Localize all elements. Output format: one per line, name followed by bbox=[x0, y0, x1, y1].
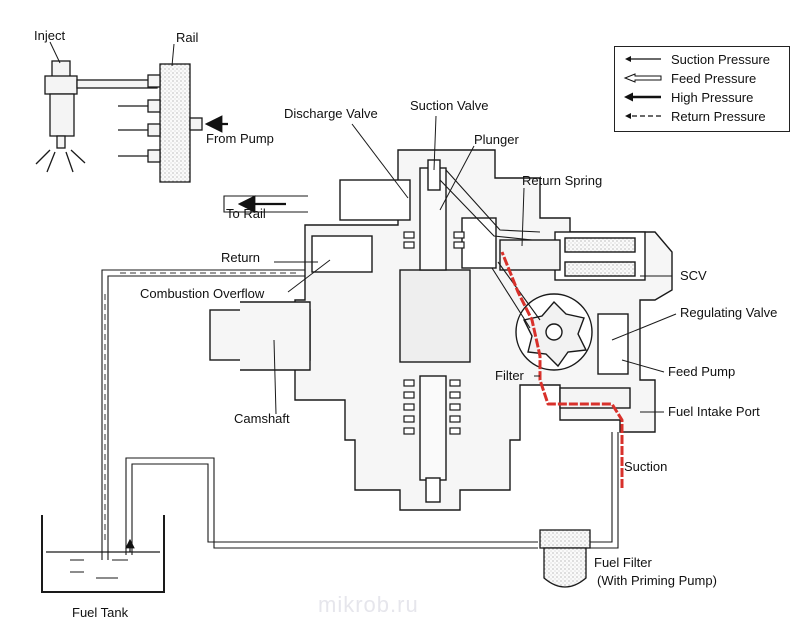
legend-high-pressure: High Pressure bbox=[623, 89, 787, 107]
label-plunger: Plunger bbox=[474, 132, 519, 147]
legend-suction-pressure: Suction Pressure bbox=[623, 51, 787, 69]
legend-feed-pressure: Feed Pressure bbox=[623, 70, 787, 88]
inject-leader bbox=[49, 41, 61, 64]
common-rail bbox=[118, 63, 203, 183]
injector bbox=[35, 60, 158, 173]
label-with-priming-pump: (With Priming Pump) bbox=[597, 573, 717, 588]
legend-return-pressure: Return Pressure bbox=[623, 108, 787, 126]
pressure-legend: Suction Pressure Feed Pressure High Pres… bbox=[614, 46, 790, 132]
fuel-tank bbox=[41, 515, 165, 593]
suction-path-highlight bbox=[500, 251, 624, 488]
rail-leader bbox=[171, 43, 175, 67]
label-suction-valve: Suction Valve bbox=[410, 98, 489, 113]
label-feed-pump: Feed Pump bbox=[668, 364, 736, 379]
label-return-spring: Return Spring bbox=[522, 173, 603, 188]
label-regulating-valve: Regulating Valve bbox=[680, 305, 778, 320]
label-fuel-tank: Fuel Tank bbox=[72, 605, 129, 620]
label-fuel-intake-port: Fuel Intake Port bbox=[668, 404, 760, 419]
label-return: Return bbox=[221, 250, 261, 265]
legend-feed-pressure-label: Feed Pressure bbox=[671, 71, 757, 86]
label-rail: Rail bbox=[176, 30, 199, 45]
fuel-filter bbox=[539, 529, 591, 588]
bold-arrow-icon bbox=[624, 92, 661, 102]
fuel-lines bbox=[101, 169, 619, 560]
label-leader-lines bbox=[273, 115, 677, 415]
label-suction: Suction bbox=[624, 459, 668, 474]
label-filter: Filter bbox=[495, 368, 524, 383]
label-discharge-valve: Discharge Valve bbox=[284, 106, 378, 121]
hollow-arrow-icon bbox=[623, 73, 662, 83]
label-fuel-filter: Fuel Filter bbox=[594, 555, 652, 570]
label-scv: SCV bbox=[680, 268, 707, 283]
supply-pump-body bbox=[209, 149, 673, 511]
legend-high-pressure-label: High Pressure bbox=[671, 90, 754, 105]
return-flow-dashes bbox=[104, 272, 300, 540]
label-to-rail: To Rail bbox=[226, 206, 266, 221]
label-camshaft: Camshaft bbox=[234, 411, 290, 426]
label-combustion-overflow: Combustion Overflow bbox=[140, 286, 265, 301]
label-inject: Inject bbox=[34, 28, 66, 43]
legend-suction-pressure-label: Suction Pressure bbox=[671, 52, 770, 67]
return-spring-coils bbox=[403, 231, 465, 435]
watermark: mikrob.ru bbox=[318, 592, 419, 617]
label-from-pump: From Pump bbox=[206, 131, 274, 146]
legend-return-pressure-label: Return Pressure bbox=[671, 109, 766, 124]
thin-arrow-icon bbox=[625, 56, 661, 62]
feed-pump-gear bbox=[515, 293, 593, 371]
dashed-arrow-icon bbox=[625, 113, 661, 119]
